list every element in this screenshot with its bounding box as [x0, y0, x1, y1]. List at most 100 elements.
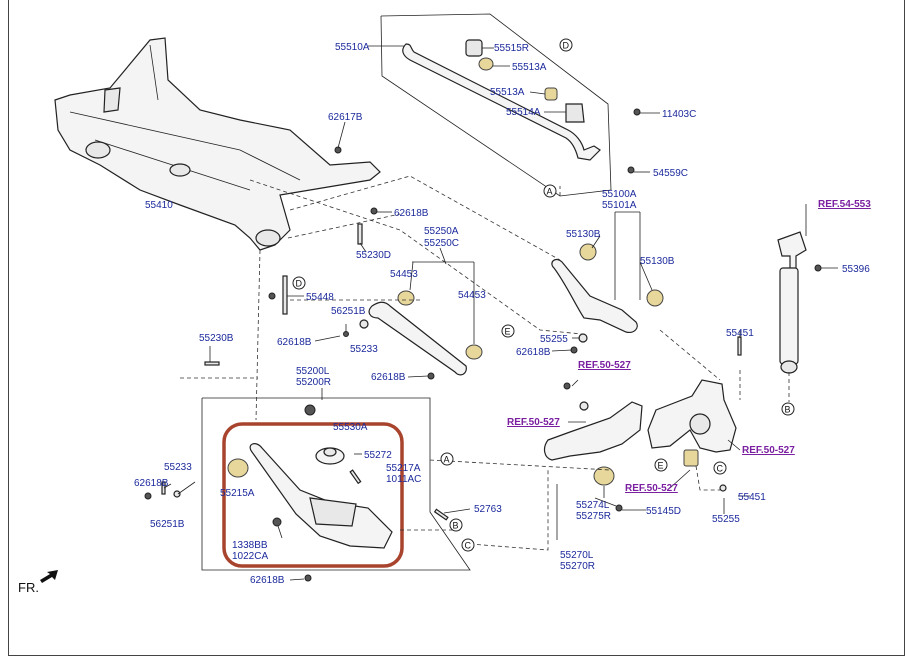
- nut-55530A: [304, 404, 316, 416]
- label-55274L: 55274L: [576, 500, 610, 511]
- label-55515R: 55515R: [494, 43, 529, 54]
- label-55130B-b: 55130B: [640, 256, 675, 267]
- bracket-55514A: [565, 103, 585, 123]
- label-54559C: 54559C: [653, 168, 688, 179]
- bolt-11403C: [633, 108, 641, 116]
- label-62618B-e: 62618B: [250, 575, 285, 586]
- shock-absorber: [777, 231, 822, 402]
- ref-50-527-c[interactable]: REF.50-527: [742, 445, 795, 456]
- bushing-55130B-b: [646, 289, 664, 307]
- label-55130B-a: 55130B: [566, 229, 601, 240]
- leader-lines: [163, 45, 838, 581]
- bolt-55451-a: [737, 336, 742, 356]
- callout-D-top: D: [563, 41, 570, 51]
- bolt-55448: [282, 275, 288, 315]
- label-55250A: 55250A: [424, 226, 459, 237]
- label-55272: 55272: [364, 450, 392, 461]
- bushing-55130B-a: [579, 243, 597, 261]
- label-55200L: 55200L: [296, 366, 330, 377]
- label-55101A: 55101A: [602, 200, 637, 211]
- label-1022CA: 1022CA: [232, 551, 268, 562]
- label-55530A: 55530A: [333, 422, 368, 433]
- label-11403C: 11403C: [662, 109, 696, 120]
- label-56251B-a: 56251B: [331, 306, 366, 317]
- label-54453-a: 54453: [390, 269, 418, 280]
- part-labels: 55510A 55515R 55513A 55513A 55514A 11403…: [134, 42, 870, 586]
- label-1338BB: 1338BB: [232, 540, 268, 551]
- label-62618B-d: 62618B: [134, 478, 169, 489]
- bushing-54453-a: [397, 290, 415, 306]
- bolt-55230B: [204, 361, 220, 366]
- front-label: FR.: [18, 580, 39, 595]
- crossmember-55410: [54, 37, 381, 315]
- label-55200R: 55200R: [296, 377, 331, 388]
- label-62618B-c: 62618B: [371, 372, 406, 383]
- label-55233-b: 55233: [164, 462, 192, 473]
- diagram-frame: [8, 0, 905, 656]
- label-55451-a: 55451: [726, 328, 754, 339]
- label-62617B: 62617B: [328, 112, 363, 123]
- callout-C-right: C: [717, 464, 724, 474]
- reference-labels: REF.54-553 REF.50-527 REF.50-527 REF.50-…: [507, 199, 871, 494]
- label-54453-b: 54453: [458, 290, 486, 301]
- label-52763: 52763: [474, 504, 502, 515]
- label-55410: 55410: [145, 200, 173, 211]
- label-55448: 55448: [306, 292, 334, 303]
- label-55217A: 55217A: [386, 463, 421, 474]
- knuckle: [647, 336, 742, 492]
- label-55100A: 55100A: [602, 189, 637, 200]
- label-55275R: 55275R: [576, 511, 611, 522]
- label-55513A-mid: 55513A: [490, 87, 525, 98]
- bushing-55513A-top: [478, 57, 494, 71]
- bushing-55215A: [227, 458, 249, 478]
- bushing-55274L: [593, 466, 615, 486]
- label-55145D: 55145D: [646, 506, 681, 517]
- label-55510A: 55510A: [335, 42, 370, 53]
- callout-A-top: A: [547, 187, 553, 197]
- callout-D-mid: D: [296, 279, 303, 289]
- front-marker: FR.: [18, 570, 58, 595]
- bushing-54453-b: [465, 344, 483, 360]
- highlight-box: [222, 422, 404, 568]
- label-55255-a: 55255: [540, 334, 568, 345]
- callout-B-right: B: [785, 405, 791, 415]
- label-55255-b: 55255: [712, 514, 740, 525]
- bushing-55513A-mid: [544, 87, 558, 101]
- dashed-lines: [180, 175, 741, 551]
- sleeve-E: [683, 449, 699, 467]
- stabilizer-bar-group: [380, 13, 641, 197]
- label-55230D: 55230D: [356, 250, 391, 261]
- label-55513A-top: 55513A: [512, 62, 547, 73]
- front-arrow-icon: [40, 570, 58, 583]
- label-55250C: 55250C: [424, 238, 459, 249]
- ref-50-527-b[interactable]: REF.50-527: [507, 417, 560, 428]
- label-55396: 55396: [842, 264, 870, 275]
- ref-54-553[interactable]: REF.54-553: [818, 199, 871, 210]
- ref-50-527-d[interactable]: REF.50-527: [625, 483, 678, 494]
- callout-C-low: C: [465, 541, 472, 551]
- label-55270R: 55270R: [560, 561, 595, 572]
- label-55215A: 55215A: [220, 488, 255, 499]
- callout-B-low: B: [453, 521, 459, 531]
- label-55451-b: 55451: [738, 492, 766, 503]
- lower-arm-55200-group: [144, 292, 471, 582]
- lower-arm-55270: [543, 382, 643, 512]
- label-55233-a: 55233: [350, 344, 378, 355]
- label-55514A: 55514A: [506, 107, 541, 118]
- bracket-55515R: [465, 39, 483, 57]
- camber-arm-55100: [551, 243, 664, 354]
- ref-50-527-a[interactable]: REF.50-527: [578, 360, 631, 371]
- label-62618B-f: 62618B: [516, 347, 551, 358]
- nut-54559C: [627, 166, 635, 174]
- callouts: D A D E A B C B E C: [292, 38, 795, 552]
- label-1011AC: 1011AC: [386, 474, 421, 485]
- label-55270L: 55270L: [560, 550, 594, 561]
- upper-arm-55250: [343, 290, 483, 380]
- nut-62618B-a: [370, 207, 378, 215]
- label-56251B-b: 56251B: [150, 519, 185, 530]
- label-55230B: 55230B: [199, 333, 234, 344]
- callout-A-low: A: [444, 455, 450, 465]
- callout-E-right: E: [658, 461, 664, 471]
- label-62618B-b: 62618B: [277, 337, 312, 348]
